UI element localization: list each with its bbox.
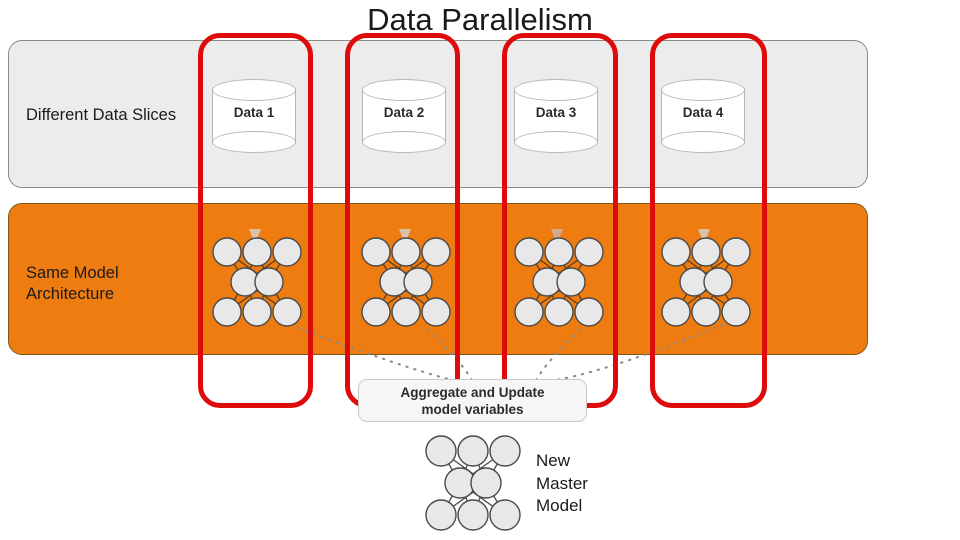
data-cylinder-label-3: Data 3 — [535, 105, 577, 120]
cylinder-bottom — [362, 131, 446, 153]
data-cylinder-label-2: Data 2 — [383, 105, 425, 120]
data-cylinder-2: Data 2 — [362, 79, 446, 153]
master-model-network — [425, 435, 521, 531]
data-to-model-arrow-4 — [698, 156, 710, 244]
data-cylinder-3: Data 3 — [514, 79, 598, 153]
cylinder-top — [514, 79, 598, 101]
data-to-model-arrow-3 — [551, 156, 563, 244]
cylinder-bottom — [514, 131, 598, 153]
aggregate-line-2: model variables — [421, 401, 524, 417]
worker-boundary-4 — [650, 33, 767, 408]
cylinder-top — [661, 79, 745, 101]
worker-boundary-3 — [502, 33, 618, 408]
worker-network-4 — [661, 237, 751, 327]
cylinder-top — [362, 79, 446, 101]
worker-boundary-1 — [198, 33, 313, 408]
master-model-label: New Master Model — [536, 451, 588, 515]
aggregate-update-box: Aggregate and Update model variables — [358, 379, 587, 422]
data-to-model-arrow-1 — [249, 156, 261, 244]
cylinder-bottom — [661, 131, 745, 153]
cylinder-top — [212, 79, 296, 101]
worker-network-3 — [514, 237, 604, 327]
data-cylinder-label-1: Data 1 — [233, 105, 275, 120]
data-to-model-arrow-2 — [399, 156, 411, 244]
data-cylinder-label-4: Data 4 — [682, 105, 724, 120]
page-title: Data Parallelism — [367, 2, 593, 37]
worker-boundary-2 — [345, 33, 460, 408]
worker-network-1 — [212, 237, 302, 327]
data-slices-band-label: Different Data Slices — [26, 106, 177, 124]
data-cylinder-1: Data 1 — [212, 79, 296, 153]
data-cylinder-4: Data 4 — [661, 79, 745, 153]
model-architecture-band-label: Same Model Architecture — [26, 264, 119, 303]
cylinder-bottom — [212, 131, 296, 153]
aggregate-line-1: Aggregate and Update — [400, 384, 545, 400]
